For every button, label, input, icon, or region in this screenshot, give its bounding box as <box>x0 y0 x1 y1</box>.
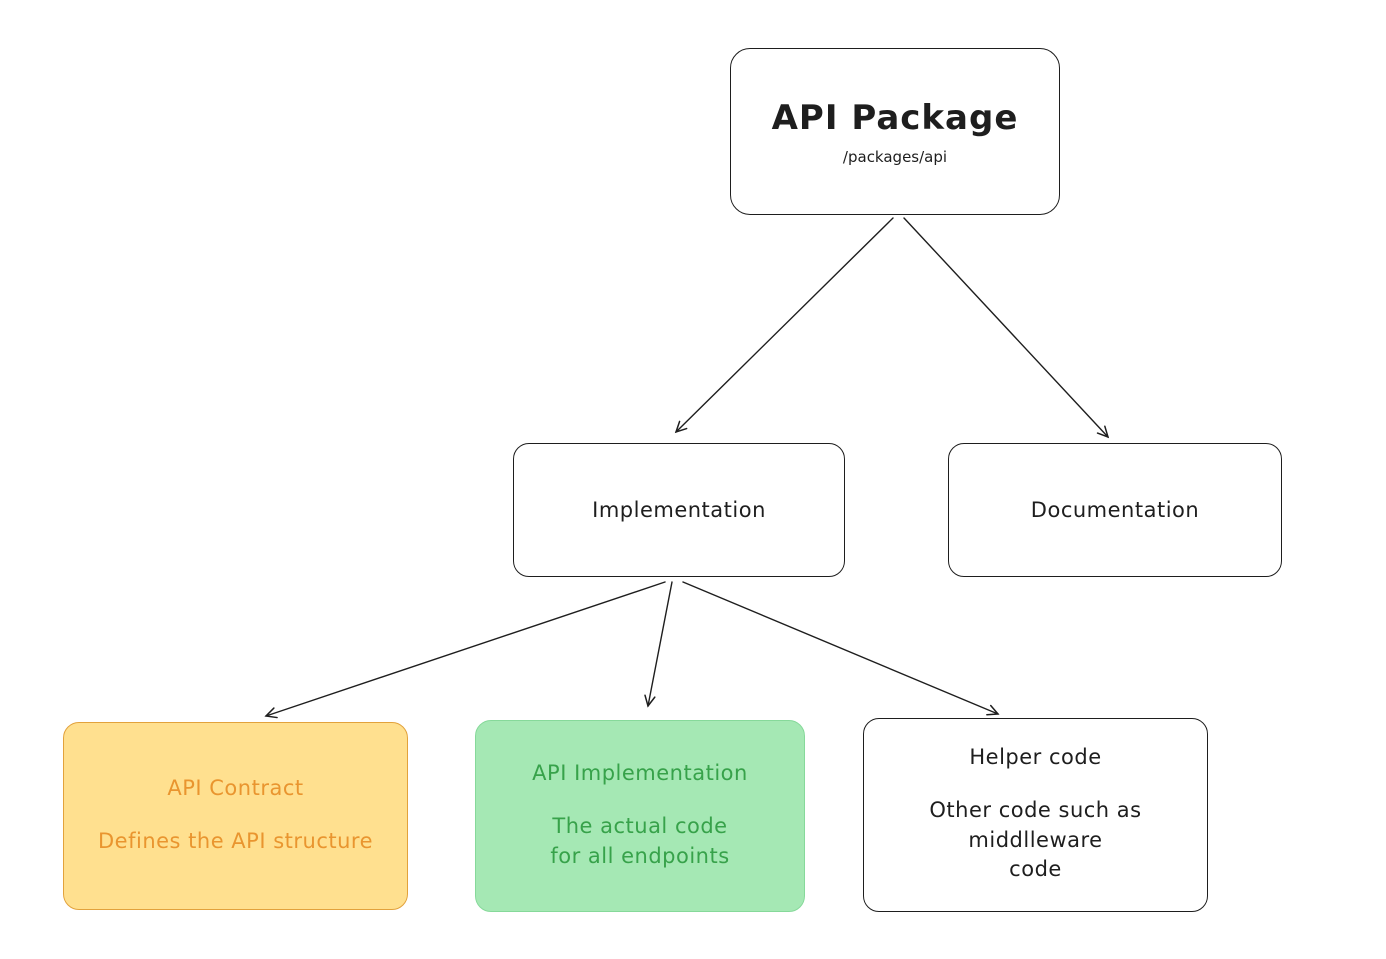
api-contract-title: API Contract <box>167 775 304 800</box>
edge-api-package-implementation <box>674 217 894 434</box>
api-package-title: API Package <box>771 97 1019 138</box>
api-package-path: /packages/api <box>842 147 948 166</box>
node-implementation: Implementation <box>513 443 845 577</box>
node-helper-code: Helper code Other code such as middllewa… <box>863 718 1208 912</box>
helper-code-description: Other code such as middlleware code <box>929 798 1142 882</box>
api-implementation-description: The actual code for all endpoints <box>550 814 730 868</box>
implementation-label: Implementation <box>592 498 766 522</box>
helper-code-title: Helper code <box>969 745 1102 770</box>
edge-api-package-documentation <box>903 217 1110 439</box>
node-api-implementation: API Implementation The actual code for a… <box>475 720 805 912</box>
node-api-contract: API Contract Defines the API structure <box>63 722 408 910</box>
edge-implementation-api-implementation <box>644 581 673 708</box>
node-documentation: Documentation <box>948 443 1282 577</box>
api-implementation-title: API Implementation <box>532 761 748 786</box>
edge-implementation-api-contract <box>264 581 666 719</box>
api-contract-description: Defines the API structure <box>98 828 373 853</box>
documentation-label: Documentation <box>1030 498 1200 522</box>
node-api-package: API Package /packages/api <box>730 48 1060 215</box>
edge-implementation-helper-code <box>682 581 1000 716</box>
